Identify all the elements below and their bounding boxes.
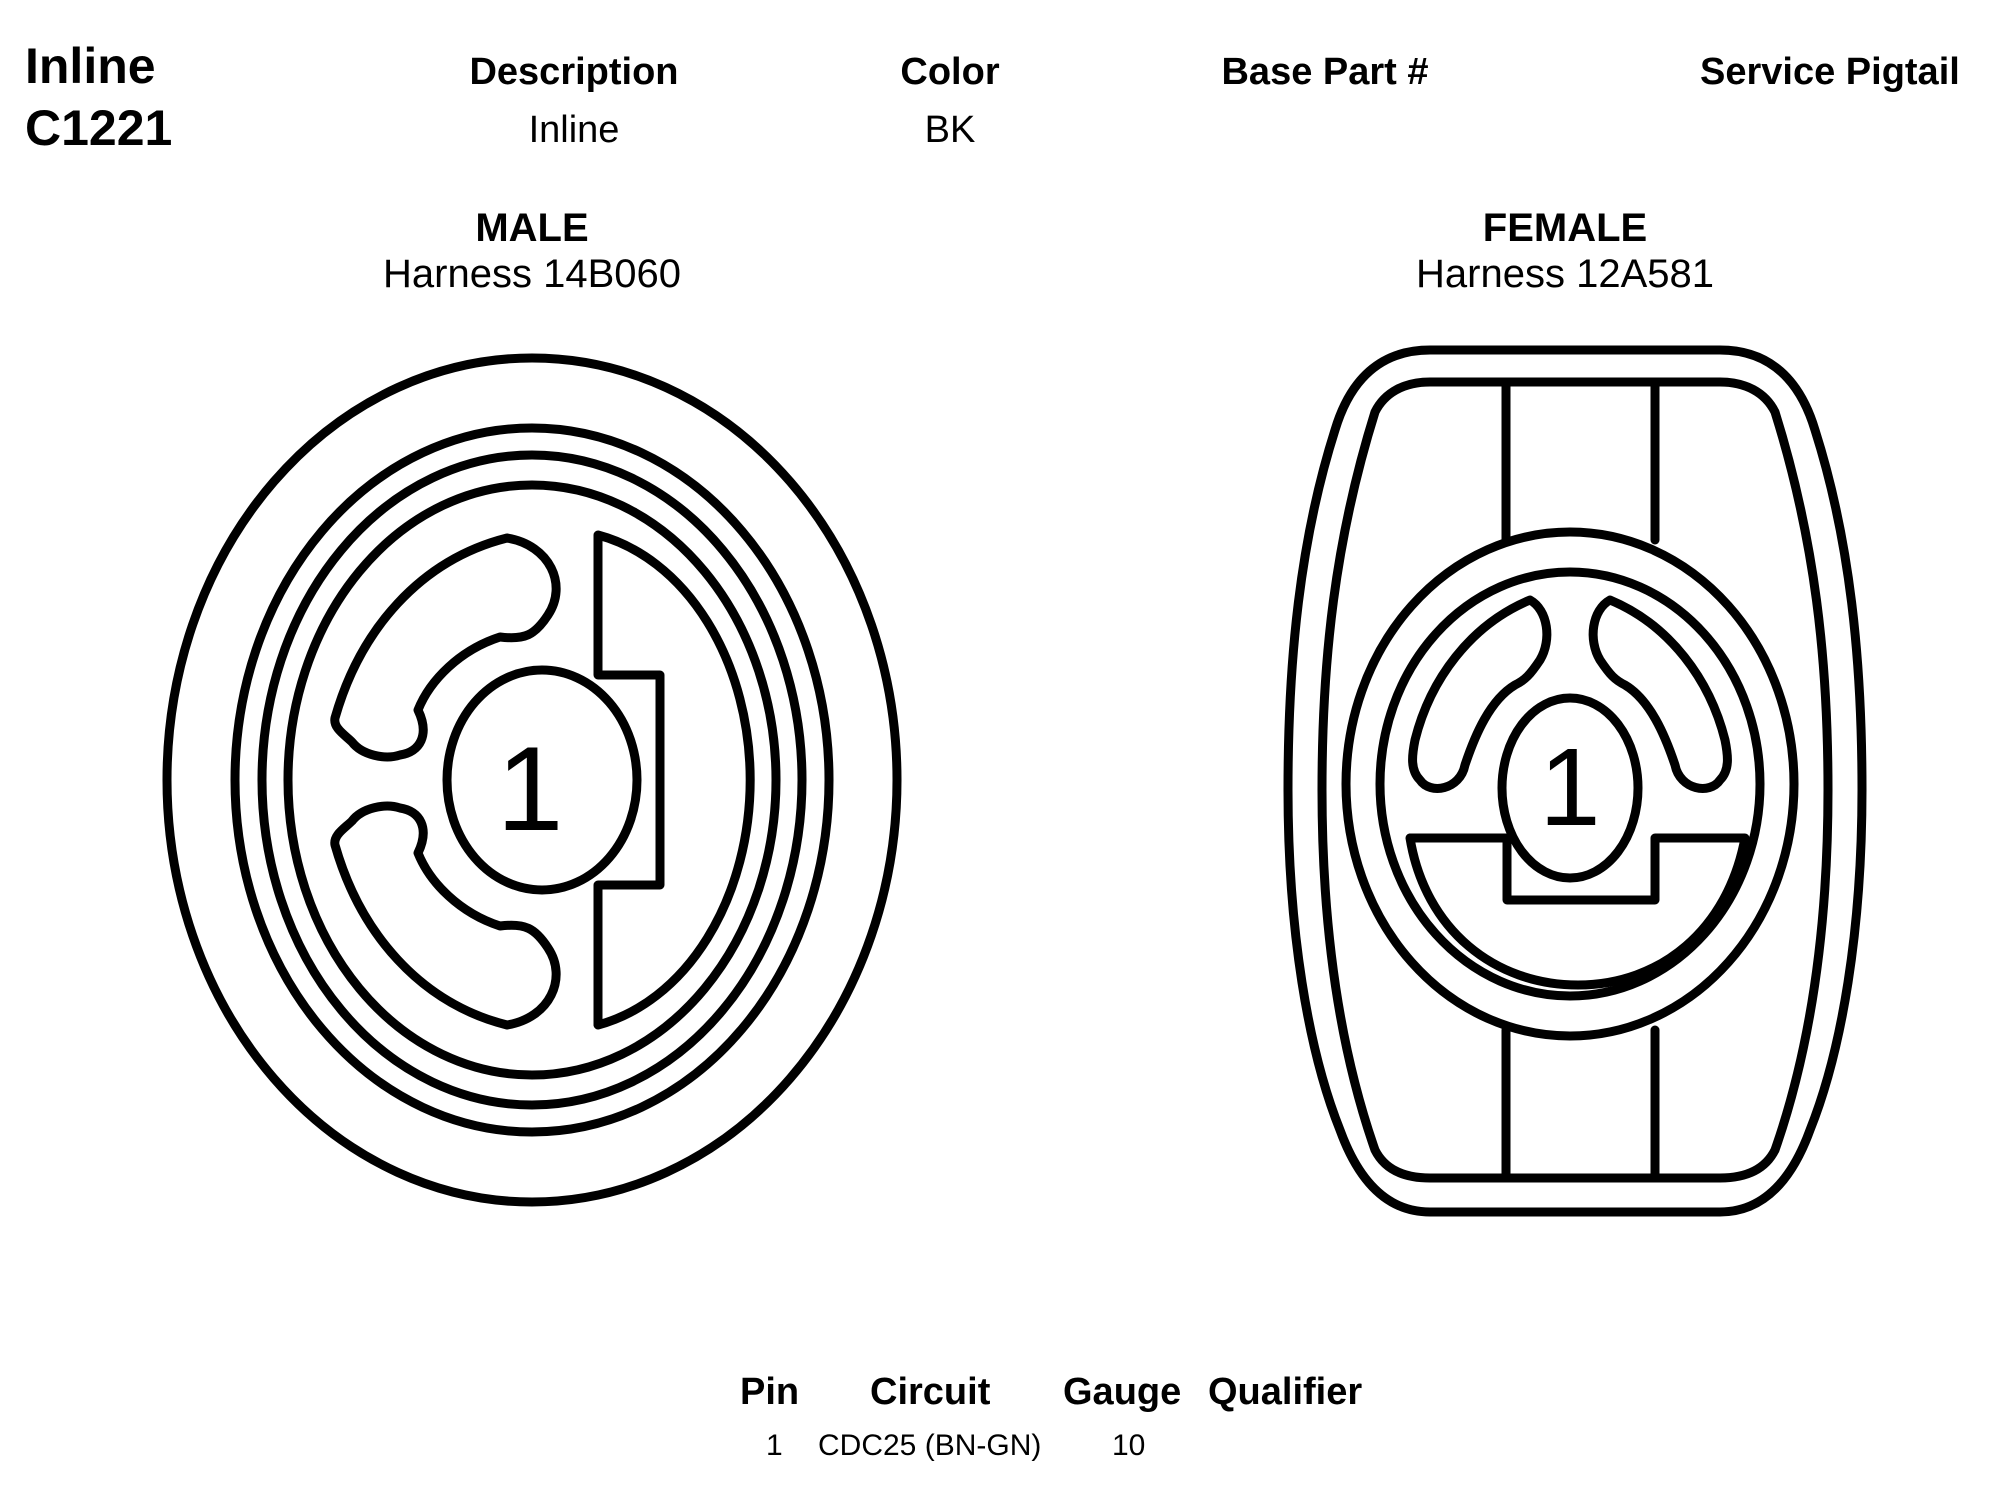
table-row-circuit: CDC25 (BN-GN) <box>818 1429 1042 1462</box>
circuit-column-header: Circuit <box>870 1371 991 1413</box>
male-connector-face <box>162 353 902 1207</box>
female-harness: Harness 12A581 <box>1416 252 1714 296</box>
male-seal-ring-outer <box>230 423 834 1137</box>
table-row-gauge: 10 <box>1112 1429 1146 1462</box>
male-pin-number: 1 <box>497 722 564 856</box>
service-pigtail-label: Service Pigtail <box>1700 51 1960 93</box>
female-outer-shell <box>1283 345 1867 1217</box>
male-upper-cavity <box>330 533 561 762</box>
female-left-cavity <box>1408 595 1552 793</box>
qualifier-column-header: Qualifier <box>1208 1371 1363 1413</box>
color-label: Color <box>900 51 1000 93</box>
male-harness: Harness 14B060 <box>383 252 681 296</box>
description-value: Inline <box>528 109 620 151</box>
female-pin-number: 1 <box>1539 726 1600 849</box>
female-right-cavity <box>1588 595 1732 793</box>
female-ring-inner <box>1375 567 1765 1001</box>
male-seal-ring-inner <box>257 450 807 1110</box>
male-terminal-1 <box>442 665 642 895</box>
female-ring-outer <box>1341 527 1799 1041</box>
female-inner-shell <box>1317 377 1833 1183</box>
male-inner-wall <box>283 480 781 1080</box>
connector-id: C1221 <box>25 100 173 156</box>
base-part-label: Base Part # <box>1221 51 1429 93</box>
female-terminal-1 <box>1497 693 1643 883</box>
male-lower-cavity <box>330 801 561 1030</box>
description-label: Description <box>469 51 679 93</box>
female-title: FEMALE <box>1482 206 1648 250</box>
male-latch-key <box>593 530 755 1030</box>
pin-column-header: Pin <box>740 1371 800 1413</box>
connector-location: Inline <box>25 38 156 94</box>
gauge-column-header: Gauge <box>1063 1371 1182 1413</box>
male-outer-shell <box>162 353 902 1207</box>
female-lower-key <box>1405 833 1750 990</box>
table-row-pin: 1 <box>766 1429 783 1462</box>
male-title: MALE <box>475 206 589 250</box>
color-value: BK <box>924 109 976 151</box>
female-connector-face <box>1283 345 1867 1217</box>
